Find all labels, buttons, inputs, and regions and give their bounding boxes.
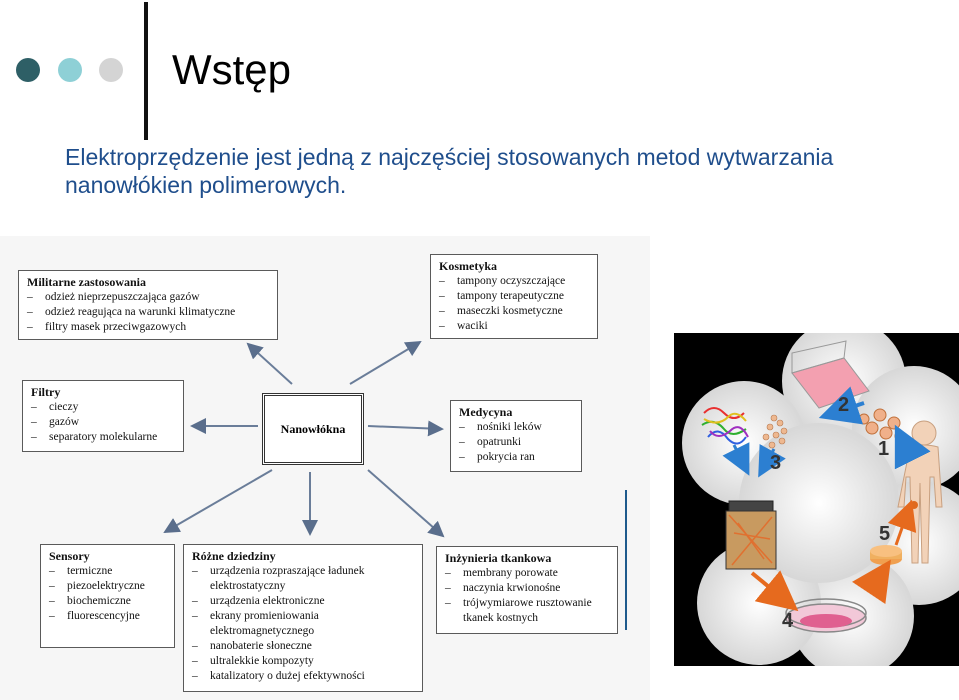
box-inzynieria-title: Inżynieria tkankowa [445, 551, 552, 565]
list-item: separatory molekularne [31, 430, 175, 445]
list-item: tampony oczyszczające [439, 274, 589, 289]
list-item: nośniki leków [459, 420, 573, 435]
list-item: trójwymiarowe rusztowanie tkanek kostnyc… [445, 596, 609, 626]
scan-mark-line [625, 490, 627, 630]
list-item: filtry masek przeciwgazowych [27, 320, 269, 335]
tissue-engineering-figure: 1 2 3 4 5 [674, 333, 959, 666]
list-item: tampony terapeutyczne [439, 289, 589, 304]
step-label-5: 5 [879, 523, 890, 545]
list-item: maseczki kosmetyczne [439, 304, 589, 319]
arrow-kosmetyka [349, 340, 422, 385]
step-label-2: 2 [838, 394, 849, 416]
list-item: naczynia krwionośne [445, 581, 609, 596]
list-item: odzież nieprzepuszczająca gazów [27, 290, 269, 305]
box-kosmetyka-title: Kosmetyka [439, 259, 497, 273]
tissue-cycle-illustration: 1 2 3 4 5 [682, 333, 959, 666]
arrow-militarne [246, 342, 293, 385]
box-filtry: Filtry cieczy gazów separatory molekular… [22, 380, 184, 452]
list-item: ekrany promieniowania elektromagnetyczne… [192, 609, 414, 639]
box-inzynieria: Inżynieria tkankowa membrany porowate na… [436, 546, 618, 634]
list-item: membrany porowate [445, 566, 609, 581]
step-label-1: 1 [878, 438, 889, 460]
slide-subtitle: Elektroprzędzenie jest jedną z najczęści… [65, 144, 834, 198]
arrow-medycyna [367, 420, 444, 437]
list-item: katalizatory o dużej efektywności [192, 669, 414, 684]
box-rozne: Różne dziedziny urządzenia rozpraszające… [183, 544, 423, 692]
arrow-inzynieria [367, 469, 445, 538]
applications-diagram: Nanowłókna Militarne zastosowania odzież… [0, 236, 650, 700]
list-item: cieczy [31, 400, 175, 415]
box-rozne-title: Różne dziedziny [192, 549, 276, 563]
box-filtry-title: Filtry [31, 385, 61, 399]
slide-title: Wstęp [172, 46, 292, 93]
box-militarne-title: Militarne zastosowania [27, 275, 146, 289]
list-item: termiczne [49, 564, 166, 579]
list-item: piezoelektryczne [49, 579, 166, 594]
box-sensory-title: Sensory [49, 549, 90, 563]
list-item: fluorescencyjne [49, 609, 166, 624]
list-item: ultralekkie kompozyty [192, 654, 414, 669]
dot-light [58, 58, 82, 82]
dot-dark [16, 58, 40, 82]
list-item: odzież reagująca na warunki klimatyczne [27, 305, 269, 320]
list-item: nanobaterie słoneczne [192, 639, 414, 654]
step-label-4: 4 [782, 610, 794, 632]
step-label-3: 3 [770, 452, 781, 474]
arrow-sensory [163, 469, 273, 534]
list-item: urządzenia elektroniczne [192, 594, 414, 609]
list-item: opatrunki [459, 435, 573, 450]
list-item: waciki [439, 319, 589, 334]
list-item: biochemiczne [49, 594, 166, 609]
list-item: urządzenia rozpraszające ładunek elektro… [192, 564, 414, 594]
box-sensory: Sensory termiczne piezoelektryczne bioch… [40, 544, 175, 648]
box-medycyna-title: Medycyna [459, 405, 513, 419]
center-node: Nanowłókna [262, 393, 364, 465]
diagram-arrows [163, 340, 445, 538]
list-item: gazów [31, 415, 175, 430]
box-kosmetyka: Kosmetyka tampony oczyszczające tampony … [430, 254, 598, 339]
box-militarne: Militarne zastosowania odzież nieprzepus… [18, 270, 278, 340]
title-divider [144, 2, 148, 140]
list-item: pokrycia ran [459, 450, 573, 465]
dot-gray [99, 58, 123, 82]
box-medycyna: Medycyna nośniki leków opatrunki pokryci… [450, 400, 582, 472]
